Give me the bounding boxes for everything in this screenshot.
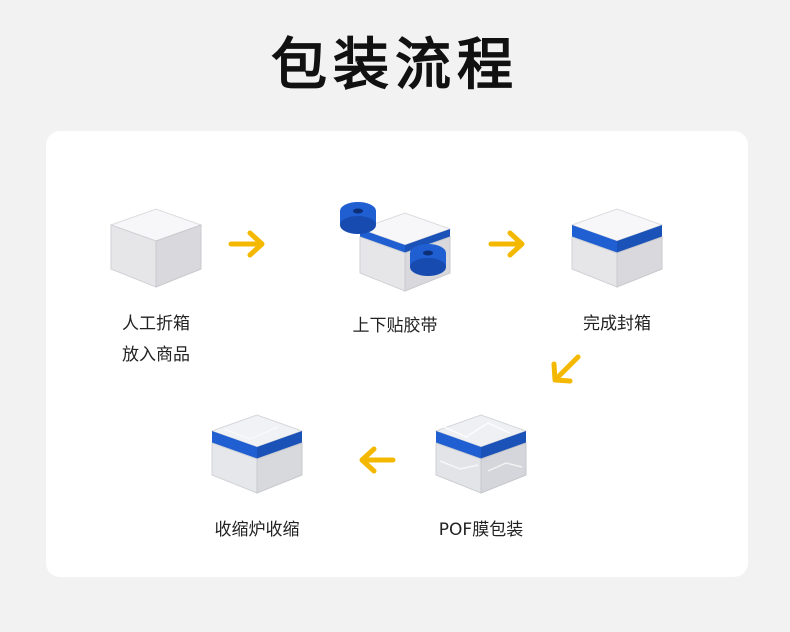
arrow-right-icon	[488, 230, 525, 258]
sealed-box-icon	[570, 208, 664, 288]
process-card: 人工折箱 放入商品 上下贴胶带	[46, 131, 748, 577]
arrow-down-left-icon	[551, 354, 581, 384]
step-seal-box: 完成封箱	[532, 203, 702, 340]
step-shrink-oven: 收缩炉收缩	[172, 409, 342, 546]
step-label-line: 上下贴胶带	[352, 316, 438, 336]
step-pof-film: POF膜包装	[396, 409, 566, 546]
plain-box-icon	[109, 208, 203, 288]
step-label-line: 完成封箱	[583, 314, 651, 334]
step-label-line: 人工折箱	[122, 314, 190, 334]
page-title: 包装流程	[271, 33, 519, 98]
step-apply-tape: 上下贴胶带	[310, 197, 480, 342]
step-label-line: POF膜包装	[438, 520, 524, 540]
film-wrapped-box-icon	[434, 414, 528, 494]
box-with-tape-rolls-icon	[340, 202, 452, 292]
step-label-line: 放入商品	[122, 345, 190, 365]
shrink-wrapped-box-icon	[210, 414, 304, 494]
arrow-left-icon	[359, 446, 396, 474]
step-fold-box: 人工折箱 放入商品	[71, 203, 241, 371]
arrow-right-icon	[228, 230, 265, 258]
step-label-line: 收缩炉收缩	[214, 520, 300, 540]
